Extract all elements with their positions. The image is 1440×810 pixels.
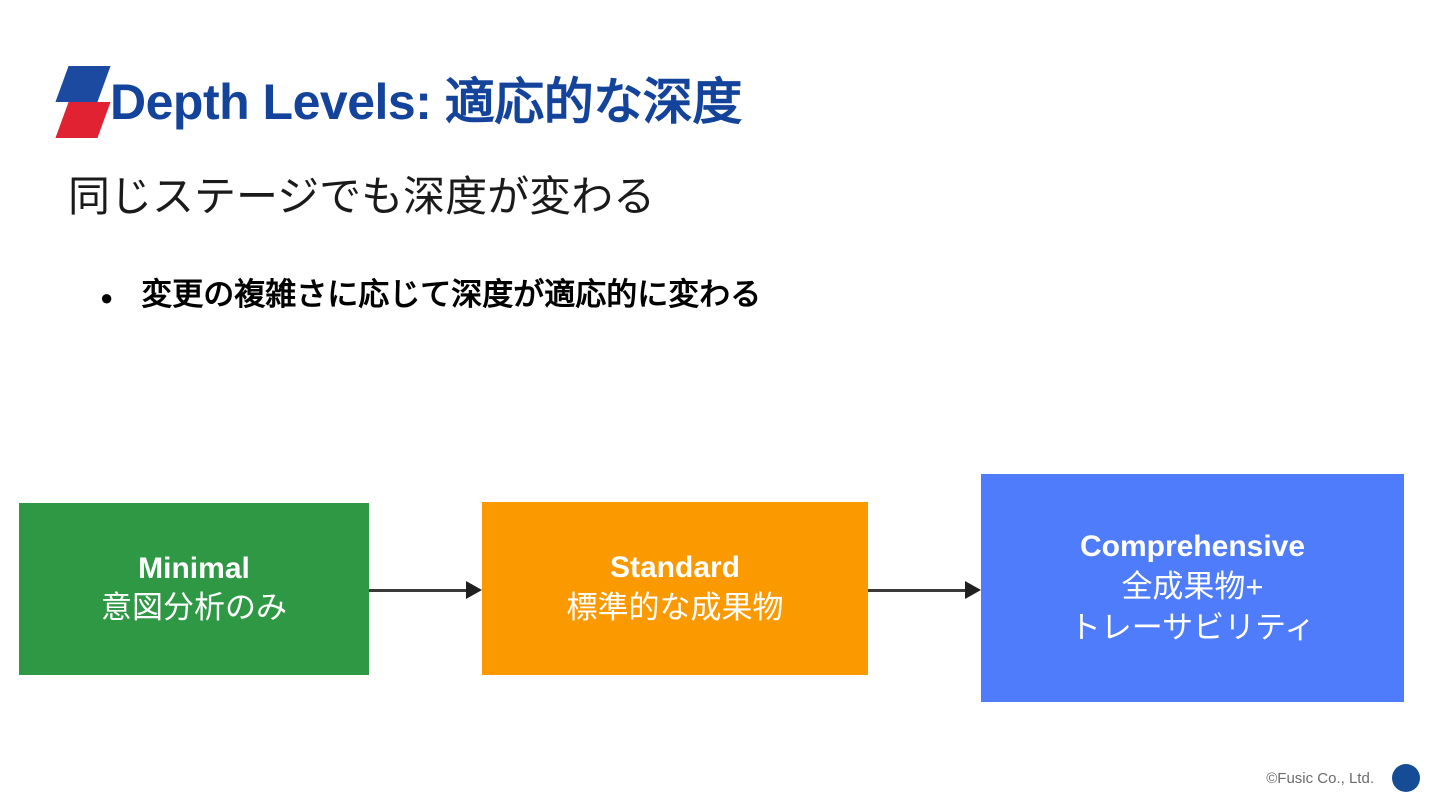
slide-title-row: Depth Levels: 適応的な深度: [55, 62, 742, 142]
slide-footer: ©Fusic Co., Ltd.: [1266, 764, 1420, 792]
flow-box-comprehensive-detail-2: トレーサビリティ: [1069, 609, 1316, 645]
bullet-item-label: 変更の複雑さに応じて深度が適応的に変わる: [141, 277, 762, 312]
flow-arrow-standard-to-comprehensive: [868, 581, 981, 599]
flow-box-comprehensive: Comprehensive 全成果物+ トレーサビリティ: [981, 474, 1404, 702]
slash-bottom-bar: [55, 102, 111, 138]
flow-box-minimal-detail: 意図分析のみ: [101, 590, 287, 626]
page-title: Depth Levels: 適応的な深度: [110, 74, 742, 130]
flow-arrow-minimal-to-standard: [369, 581, 482, 599]
arrow-head-icon: [965, 581, 981, 599]
flow-box-standard-title: Standard: [609, 551, 741, 585]
bullet-list-item: ● 変更の複雑さに応じて深度が適応的に変わる: [100, 276, 761, 313]
arrow-shaft: [868, 588, 966, 592]
copyright-label: ©Fusic Co., Ltd.: [1266, 769, 1374, 787]
bullet-marker-icon: ●: [100, 285, 114, 310]
arrow-shaft: [369, 588, 467, 592]
slash-top-bar: [55, 66, 111, 102]
fusic-slash-logo-icon: [55, 66, 111, 138]
flow-box-standard-detail: 標準的な成果物: [566, 589, 784, 625]
flow-box-comprehensive-title: Comprehensive: [1079, 530, 1306, 564]
flow-box-comprehensive-detail-1: 全成果物+: [1121, 568, 1264, 604]
arrow-head-icon: [466, 581, 482, 599]
slide-subtitle: 同じステージでも深度が変わる: [68, 173, 656, 220]
flow-box-minimal: Minimal 意図分析のみ: [19, 503, 369, 675]
fusic-dot-logo-icon: [1392, 764, 1420, 792]
flow-box-standard: Standard 標準的な成果物: [482, 502, 868, 675]
flow-box-minimal-title: Minimal: [138, 551, 250, 585]
